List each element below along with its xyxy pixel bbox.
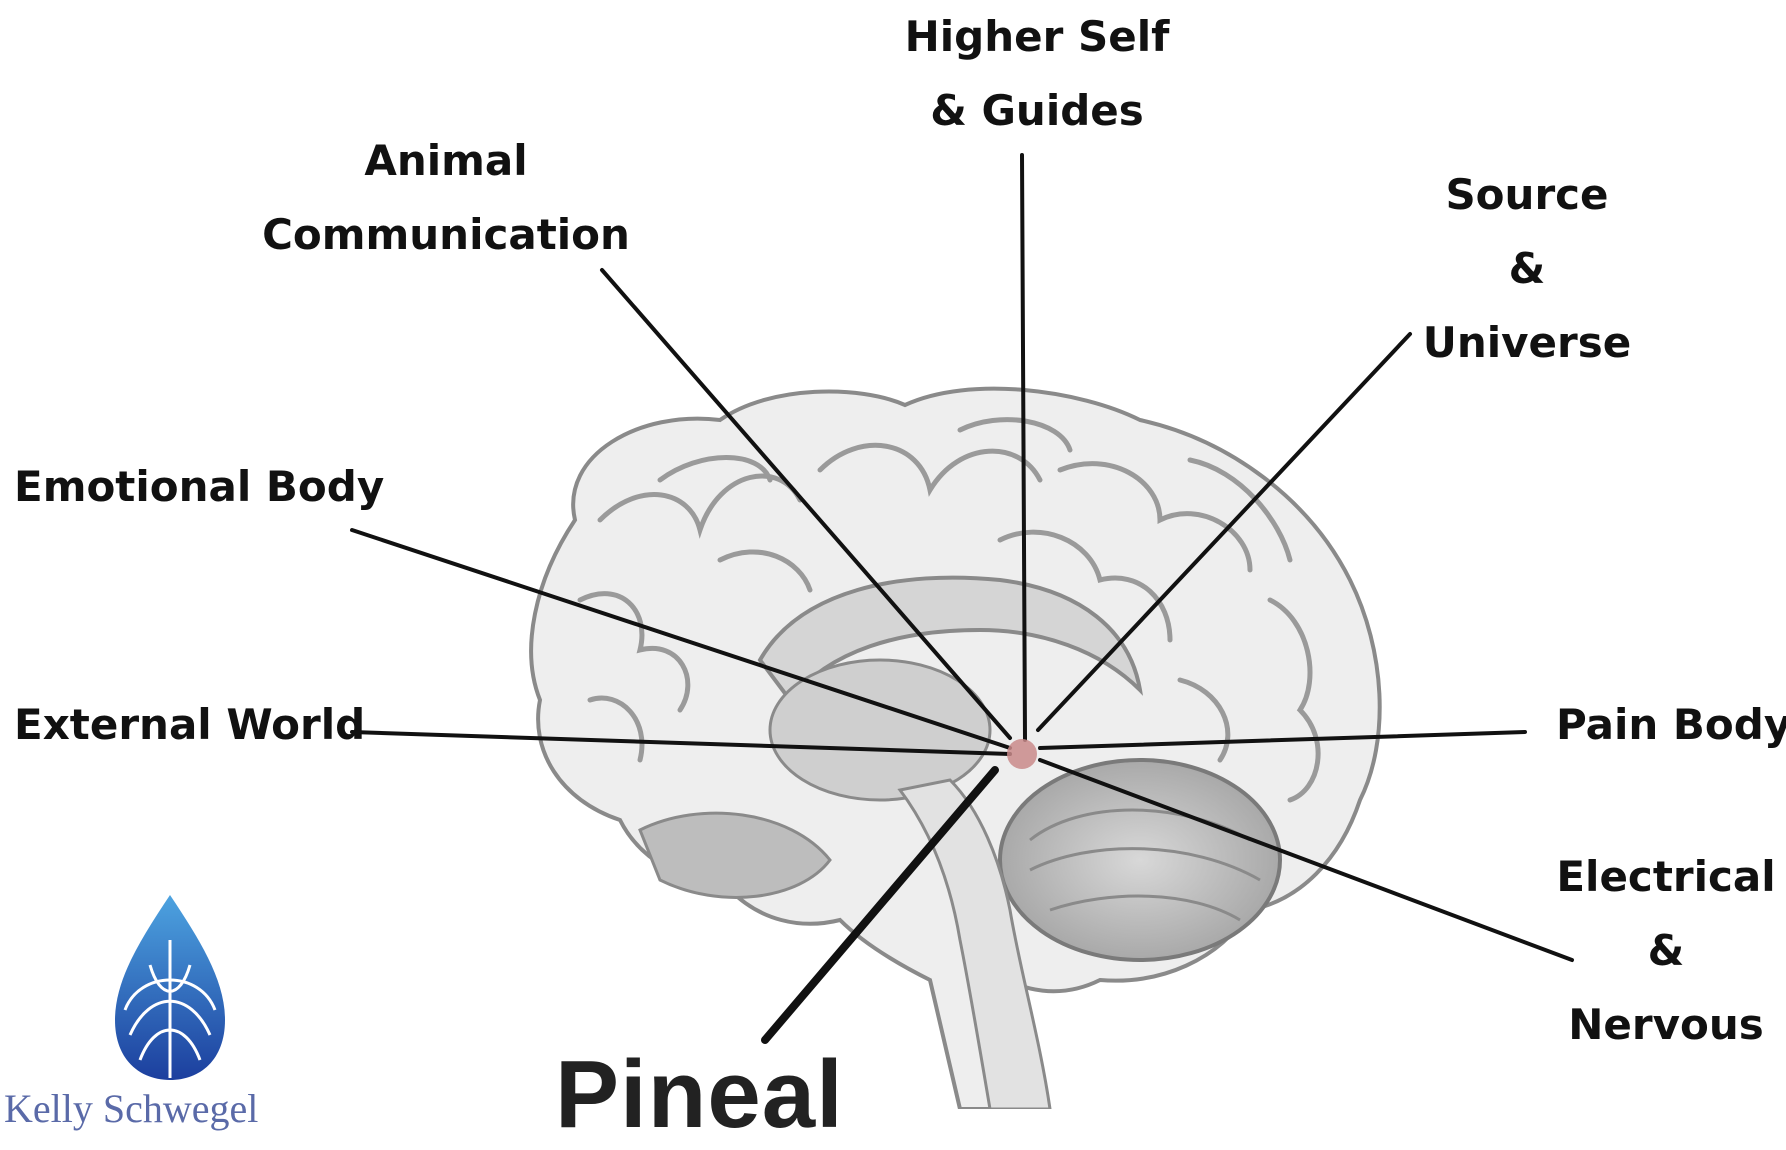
pineal-gland-dot <box>1007 739 1037 769</box>
label-source-line2: & <box>1423 232 1631 306</box>
label-higher-self-line2: & Guides <box>905 74 1170 148</box>
lotus-flame-logo-icon <box>115 895 225 1080</box>
brain-illustration <box>531 389 1380 1109</box>
label-higher-self-line1: Higher Self <box>905 0 1170 74</box>
label-higher-self: Higher Self & Guides <box>905 0 1170 148</box>
label-electrical-line3: Nervous <box>1556 988 1775 1062</box>
label-electrical-nervous: Electrical & Nervous <box>1556 840 1775 1062</box>
label-animal-line2: Communication <box>262 198 630 272</box>
label-external-world: External World <box>14 688 365 762</box>
label-pain-body: Pain Body <box>1556 688 1786 762</box>
label-electrical-line1: Electrical <box>1556 840 1775 914</box>
label-pain-text: Pain Body <box>1556 688 1786 762</box>
label-emotional-text: Emotional Body <box>14 450 384 524</box>
label-electrical-line2: & <box>1556 914 1775 988</box>
label-source-line3: Universe <box>1423 306 1631 380</box>
label-emotional-body: Emotional Body <box>14 450 384 524</box>
label-animal-communication: Animal Communication <box>262 124 630 272</box>
label-animal-line1: Animal <box>262 124 630 198</box>
label-source-universe: Source & Universe <box>1423 158 1631 380</box>
label-source-line1: Source <box>1423 158 1631 232</box>
pineal-title: Pineal <box>555 1040 844 1150</box>
label-external-text: External World <box>14 688 365 762</box>
